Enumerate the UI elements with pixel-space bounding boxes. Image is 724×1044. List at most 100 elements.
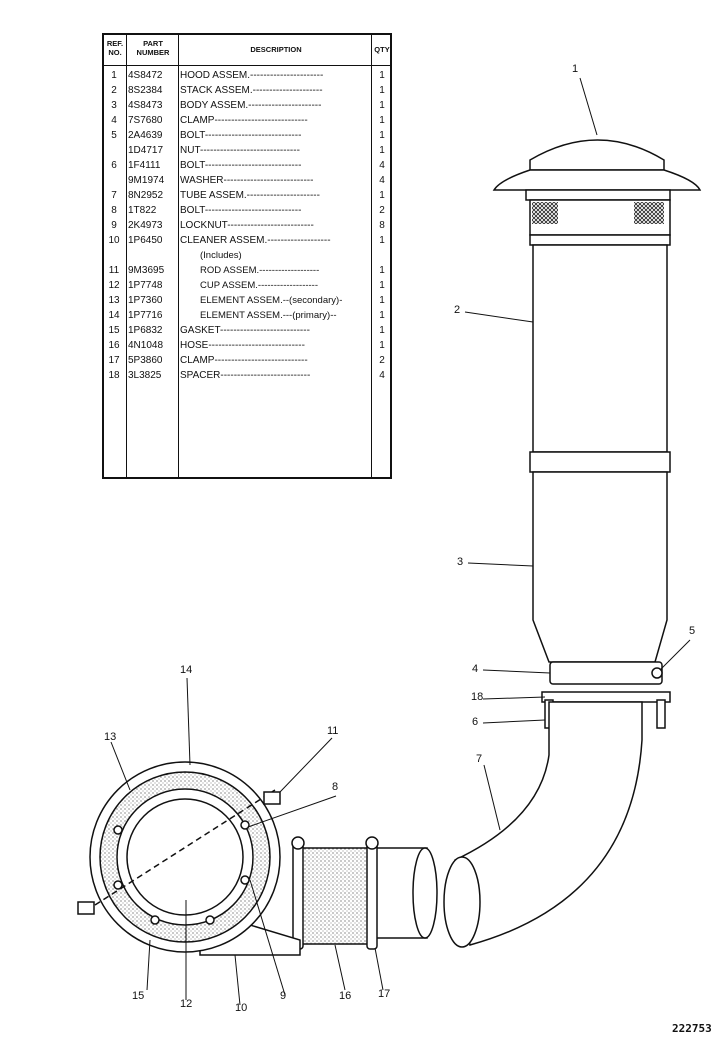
ref-no-cell: 6 [111, 160, 117, 171]
ref-no-cell: 8 [111, 205, 117, 216]
part-number-cell: 8N2952 [128, 190, 164, 201]
clamp-bolt [651, 667, 663, 679]
table-row: 17 5P3860 CLAMP---------------------------… [104, 353, 390, 368]
qty-cell: 4 [379, 160, 385, 171]
part-number-cell: 1P6832 [128, 325, 163, 336]
clamp [549, 661, 663, 685]
callout-13: 13 [104, 731, 117, 743]
callout-1: 1 [572, 63, 579, 75]
ref-no-cell: 13 [108, 295, 120, 306]
qty-cell: 1 [379, 130, 385, 141]
column-divider [178, 35, 179, 477]
rod-assem [94, 789, 276, 906]
description-cell: LOCKNUT-------------------------- [180, 220, 314, 231]
locknut [240, 820, 250, 830]
ref-no-cell: 17 [108, 355, 120, 366]
ref-no-cell: 9 [111, 220, 117, 231]
part-number-cell: 9M3695 [128, 265, 165, 276]
part-number-cell: 9M1974 [128, 175, 165, 186]
table-row: 9 2K4973 LOCKNUT--------------------------… [104, 218, 390, 233]
tube-end [443, 856, 481, 948]
description-cell: CLAMP---------------------------- [180, 355, 308, 366]
callout-17: 17 [378, 988, 391, 1000]
qty-cell: 1 [379, 145, 385, 156]
bolt [656, 699, 666, 729]
header-description: DESCRIPTION [250, 45, 302, 54]
qty-cell: 1 [379, 280, 385, 291]
qty-cell: 1 [379, 115, 385, 126]
callout-2: 2 [454, 304, 461, 316]
description-cell: HOSE----------------------------- [180, 340, 305, 351]
qty-cell: 1 [379, 325, 385, 336]
locknut [150, 915, 160, 925]
ref-no-cell: 16 [108, 340, 120, 351]
figure-number: 222753 [672, 1022, 712, 1035]
part-number-cell: 1P6450 [128, 235, 163, 246]
callout-6: 6 [472, 716, 479, 728]
header-qty: QTY [374, 45, 390, 54]
description-cell: NUT------------------------------ [180, 145, 300, 156]
table-row: (Includes) [104, 248, 390, 263]
locknut [113, 825, 123, 835]
qty-cell: 4 [379, 175, 385, 186]
description-cell: TUBE ASSEM.---------------------- [180, 190, 320, 201]
hood-cap [529, 139, 665, 171]
description-cell: ELEMENT ASSEM.--(secondary)- [200, 295, 343, 306]
part-number-cell: 1D4717 [128, 145, 164, 156]
qty-cell: 1 [379, 340, 385, 351]
description-cell: CUP ASSEM.------------------- [200, 280, 319, 291]
part-number-cell: 1F4111 [128, 160, 161, 171]
part-number-cell: 7S7680 [128, 115, 163, 126]
bolt [77, 901, 95, 915]
qty-cell: 1 [379, 235, 385, 246]
description-cell: STACK ASSEM.--------------------- [180, 85, 323, 96]
description-cell: BOLT----------------------------- [180, 130, 302, 141]
ref-no-cell: 15 [108, 325, 120, 336]
ref-no-cell: 10 [108, 235, 120, 246]
part-number-cell: 1P7716 [128, 310, 163, 321]
qty-cell: 4 [379, 370, 385, 381]
stack-band [529, 451, 671, 473]
description-cell: GASKET--------------------------- [180, 325, 310, 336]
qty-cell: 1 [379, 295, 385, 306]
description-cell: ELEMENT ASSEM.---(primary)-- [200, 310, 337, 321]
header-part-number: PART NUMBER [136, 39, 170, 57]
callout-10: 10 [235, 1002, 248, 1014]
callout-14: 14 [180, 664, 193, 676]
callout-11: 11 [327, 725, 339, 737]
qty-cell: 1 [379, 190, 385, 201]
ref-no-cell: 5 [111, 130, 117, 141]
part-number-cell: 1P7748 [128, 280, 163, 291]
part-number-cell: 4S8473 [128, 100, 163, 111]
qty-cell: 2 [379, 355, 385, 366]
hose [299, 847, 377, 945]
table-row: 1D4717 NUT------------------------------ 1 [104, 143, 390, 158]
hood-brim [492, 169, 702, 191]
ref-no-cell: 11 [108, 265, 120, 276]
column-divider [371, 35, 372, 477]
hose-clamp [292, 842, 304, 950]
bolt [263, 791, 281, 805]
part-number-cell: 2K4973 [128, 220, 163, 231]
ref-no-cell: 2 [111, 85, 117, 96]
description-cell: HOOD ASSEM.---------------------- [180, 70, 324, 81]
callout-15: 15 [132, 990, 145, 1002]
table-row: 15 1P6832 GASKET--------------------------… [104, 323, 390, 338]
description-cell: CLAMP---------------------------- [180, 115, 308, 126]
stack-band [529, 234, 671, 246]
part-number-cell: 5P3860 [128, 355, 163, 366]
part-number-cell: 4S8472 [128, 70, 163, 81]
